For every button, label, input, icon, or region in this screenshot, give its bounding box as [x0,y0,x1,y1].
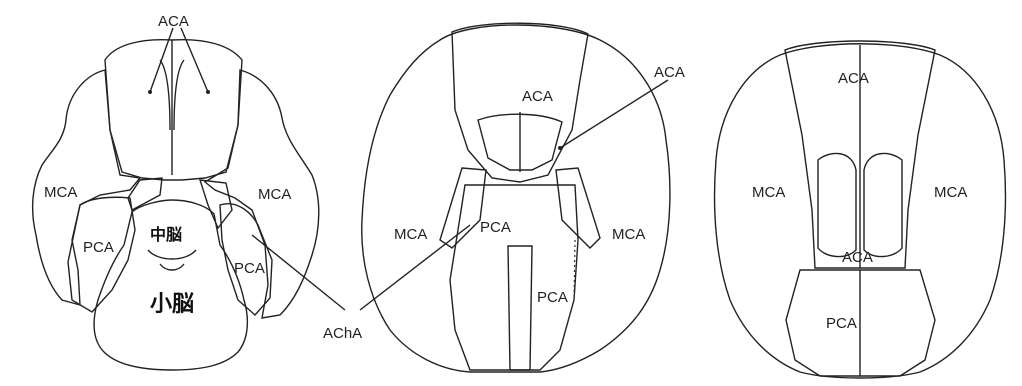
label-pca-left-2: PCA [234,260,265,277]
label-midbrain: 中脳 [150,225,182,244]
label-mca-middle-2: MCA [612,226,645,243]
label-pca-right: PCA [826,315,857,332]
label-mca-middle-1: MCA [394,226,427,243]
label-mca-right-2: MCA [934,184,967,201]
label-mca-right-1: MCA [752,184,785,201]
label-aca-middle-2: ACA [654,64,685,81]
aca-region-left [105,40,242,180]
acha-region-middle-1 [440,168,486,248]
label-aca-top-left: ACA [158,13,189,30]
label-pca-middle-2: PCA [537,289,568,306]
panel-right [715,41,1006,378]
label-pca-middle-1: PCA [480,219,511,236]
label-aca-middle-1: ACA [522,88,553,105]
label-aca-right-1: ACA [838,70,869,87]
acha-region-middle-2 [556,168,600,248]
label-cerebellum: 小脳 [150,292,194,317]
label-acha: AChA [323,325,362,342]
label-mca-left-1: MCA [44,184,77,201]
label-mca-left-2: MCA [258,186,291,203]
pca-region-middle [450,185,578,370]
label-pca-left-1: PCA [83,239,114,256]
label-aca-right-2: ACA [842,249,873,266]
panel-middle [362,23,670,372]
mca-region-middle [362,25,670,372]
